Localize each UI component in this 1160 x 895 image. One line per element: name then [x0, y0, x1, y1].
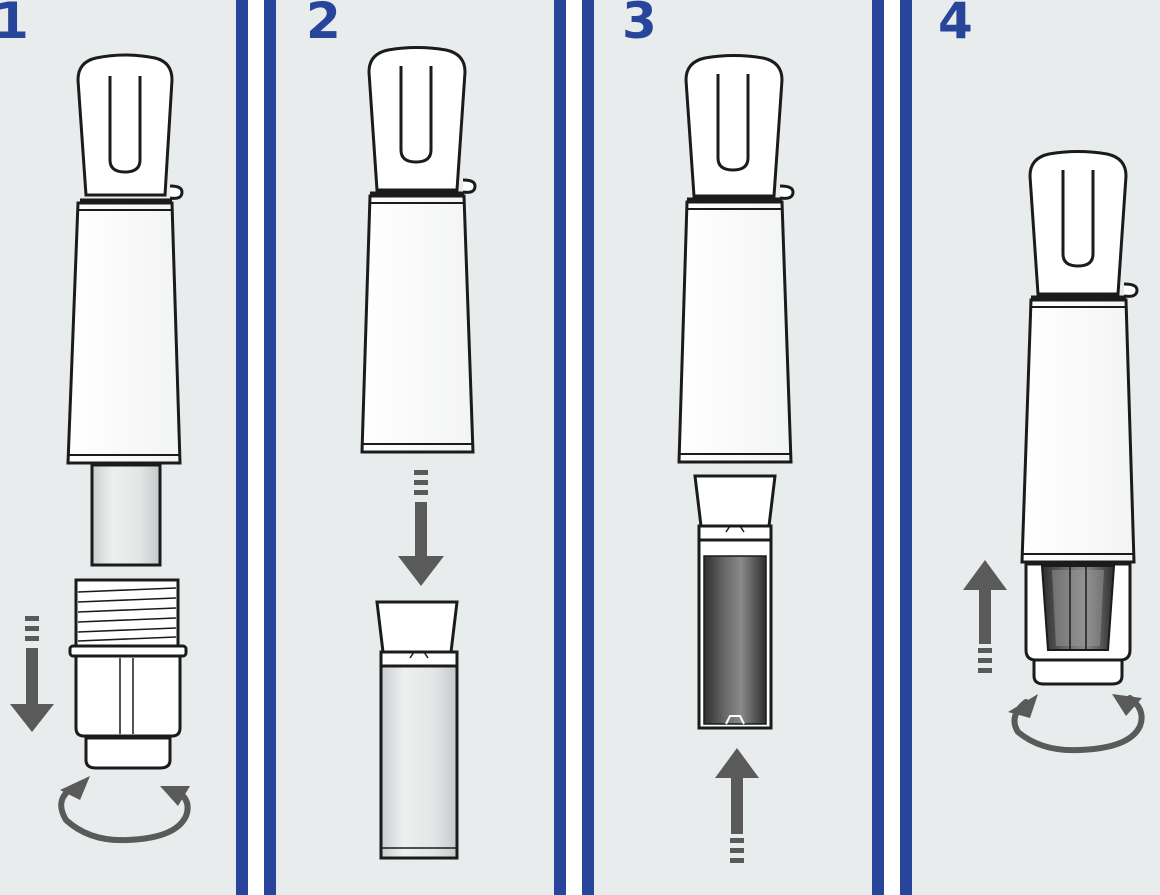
pen-cap-icon [1028, 150, 1128, 296]
step-number-3: 3 [622, 0, 657, 50]
panel-divider-3 [872, 0, 912, 895]
cartridge-icon [693, 474, 777, 730]
arrow-down-icon [398, 470, 444, 586]
pen-barrel [677, 200, 793, 464]
arrow-down-icon [10, 616, 54, 732]
pen-barrel [66, 201, 182, 465]
pen-cap-icon [76, 53, 174, 197]
step-number-2: 2 [306, 0, 341, 50]
pen-barrel [1020, 298, 1136, 564]
panel-divider-2 [554, 0, 594, 895]
pen-barrel [360, 194, 475, 454]
cartridge-icon [375, 600, 459, 860]
rotate-icon [58, 776, 191, 844]
pen-cap-icon [367, 46, 467, 192]
arrow-up-icon [715, 748, 759, 863]
rotate-icon [1008, 694, 1145, 754]
step-number-1: 1 [0, 0, 29, 50]
step-1-pen [66, 53, 188, 770]
pen-cap-icon [684, 54, 784, 198]
step-number-4: 4 [938, 0, 973, 50]
panel-divider-1 [236, 0, 276, 895]
step-3-pen [677, 54, 795, 730]
arrow-up-icon [963, 560, 1007, 673]
step-2-pen [360, 46, 477, 860]
step-4-pen [1020, 150, 1139, 686]
